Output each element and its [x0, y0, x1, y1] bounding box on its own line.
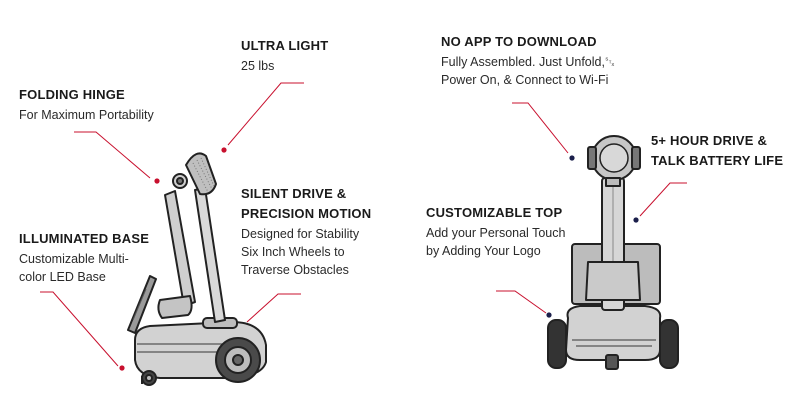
leader-line-ultra-light [227, 82, 304, 146]
callout-text: For Maximum Portability [19, 107, 154, 122]
leader-line-illuminated-base [40, 291, 119, 367]
callout-title: PRECISION MOTION [241, 205, 372, 221]
callout-text: Designed for Stability [241, 226, 360, 241]
folded-robot-illustration [127, 152, 267, 386]
leader-line-folding-hinge [74, 131, 151, 179]
callout-title: FOLDING HINGE [19, 87, 125, 102]
callout-text: color LED Base [19, 270, 106, 285]
callout-no-app: NO APP TO DOWNLOAD Fully Assembled. Just… [441, 34, 615, 88]
callout-title: 5+ HOUR DRIVE & [651, 133, 768, 148]
leader-dot-no-app [569, 155, 575, 161]
callout-title: TALK BATTERY LIFE [651, 152, 784, 168]
callout-illuminated-base: ILLUMINATED BASE Customizable Multi- col… [19, 231, 149, 285]
leader-dot-illuminated-base [119, 365, 125, 371]
callout-battery: 5+ HOUR DRIVE & TALK BATTERY LIFE [651, 133, 783, 169]
callout-ultra-light: ULTRA LIGHT 25 lbs [241, 38, 328, 74]
callout-text: Fully Assembled. Just Unfold,␂ [441, 54, 615, 69]
callout-title: SILENT DRIVE & [241, 186, 347, 201]
leader-dot-folding-hinge [154, 178, 160, 184]
leader-dot-ultra-light [221, 147, 227, 153]
callout-text: Power On, & Connect to Wi-Fi [441, 73, 609, 88]
leader-dot-battery [633, 217, 639, 223]
leader-dot-custom-top [546, 312, 552, 318]
callout-text: Add your Personal Touch [426, 225, 566, 240]
callout-text: 25 lbs [241, 58, 275, 73]
callout-text: by Adding Your Logo [426, 244, 541, 259]
leader-line-battery [639, 182, 687, 217]
callout-folding-hinge: FOLDING HINGE For Maximum Portability [19, 87, 154, 123]
callout-title: ULTRA LIGHT [241, 38, 329, 53]
unfolded-robot-illustration [547, 135, 679, 370]
callout-title: ILLUMINATED BASE [19, 231, 150, 246]
leader-line-silent-drive [246, 293, 301, 323]
leader-line-custom-top [496, 290, 547, 314]
callout-text: Six Inch Wheels to [241, 244, 345, 259]
leader-line-no-app [512, 102, 569, 154]
callout-title: NO APP TO DOWNLOAD [441, 34, 597, 49]
callout-title: CUSTOMIZABLE TOP [426, 205, 563, 220]
callout-text: Traverse Obstacles [241, 263, 349, 278]
callout-text: Customizable Multi- [19, 251, 129, 266]
callout-custom-top: CUSTOMIZABLE TOP Add your Personal Touch… [426, 205, 565, 259]
callout-silent-drive: SILENT DRIVE & PRECISION MOTION Designed… [241, 186, 371, 278]
